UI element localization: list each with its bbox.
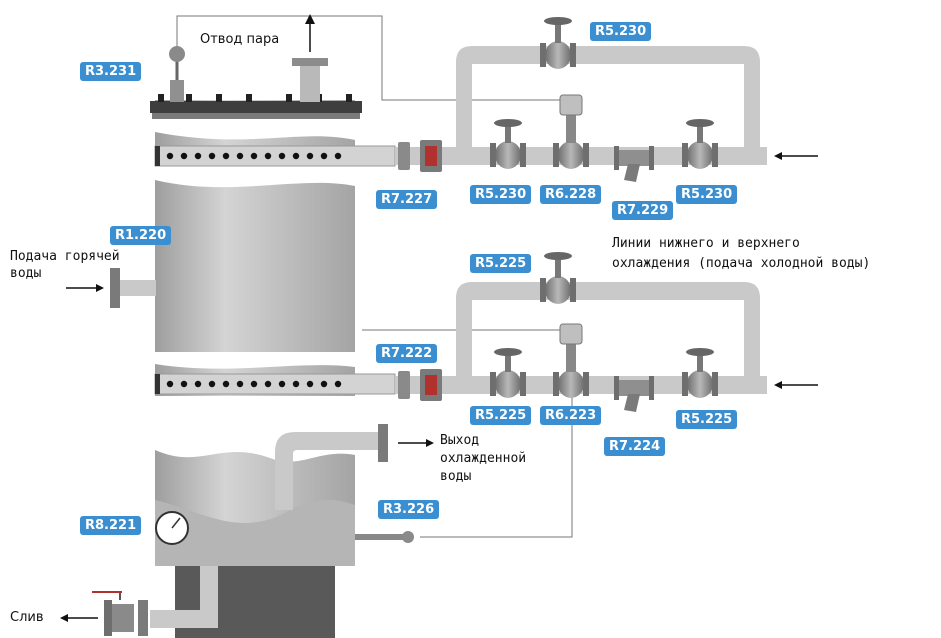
badge-r8-221: R8.221 <box>80 516 142 535</box>
badge-r7-222: R7.222 <box>376 344 438 363</box>
badge-r7-229: R7.229 <box>612 201 674 220</box>
strainer-upper <box>614 146 654 182</box>
badge-r7-227: R7.227 <box>376 190 438 209</box>
valve-upper-bypass <box>540 17 576 69</box>
cooled-water-pipe <box>275 432 380 510</box>
valve-lower-left <box>490 348 526 398</box>
upper-distributor <box>154 145 396 167</box>
upper-flange-pair <box>398 140 442 172</box>
cooled-water-label-line2: охлажденной <box>440 451 527 466</box>
control-valve-lower <box>553 323 589 398</box>
vessel-cover <box>150 101 362 113</box>
valve-upper-left <box>490 119 526 169</box>
valve-upper-right <box>682 119 718 169</box>
strainer-lower <box>614 376 654 412</box>
drain-pipe <box>150 566 218 628</box>
hot-water-supply-label-line1: Подача горячей <box>10 249 120 264</box>
badge-r3-226: R3.226 <box>378 500 440 519</box>
badge-r7-224: R7.224 <box>604 437 666 456</box>
badge-r5-225-left: R5.225 <box>470 406 532 425</box>
cold-water-arrows <box>780 155 818 386</box>
steam-nozzle <box>300 64 320 102</box>
cooling-lines-label-line2: охлаждения (подача холодной воды) <box>612 256 871 271</box>
cooling-lines-label-line1: Линии нижнего и верхнего <box>612 236 800 251</box>
lower-distributor <box>154 373 396 395</box>
steam-outlet-label: Отвод пара <box>200 32 280 47</box>
badge-r5-225-top: R5.225 <box>470 254 532 273</box>
badge-r3-231: R3.231 <box>80 62 142 81</box>
distributor-holes <box>166 152 342 388</box>
drain-label: Слив <box>10 610 44 625</box>
cooled-water-label-line3: воды <box>440 469 472 484</box>
cooled-water-label-line1: Выход <box>440 433 480 448</box>
valve-lower-right <box>682 348 718 398</box>
cutaway-bottom <box>155 500 355 566</box>
cutaway-low <box>155 396 355 462</box>
badge-r5-230-top: R5.230 <box>590 22 652 41</box>
badge-r1-220: R1.220 <box>110 226 172 245</box>
badge-r5-225-right: R5.225 <box>676 410 738 429</box>
badge-r6-228: R6.228 <box>540 185 602 204</box>
badge-r6-223: R6.223 <box>540 406 602 425</box>
control-valve-upper <box>553 94 589 169</box>
lower-flange-pair <box>398 369 442 401</box>
badge-r5-230-right: R5.230 <box>676 185 738 204</box>
badge-r5-230-left: R5.230 <box>470 185 532 204</box>
cutaway-mid <box>155 352 355 369</box>
thermometer <box>355 534 403 540</box>
valve-lower-bypass <box>540 252 576 304</box>
cutaway-upper <box>155 166 355 188</box>
hot-water-supply-label-line2: воды <box>10 266 42 281</box>
hot-water-inlet <box>118 280 156 296</box>
